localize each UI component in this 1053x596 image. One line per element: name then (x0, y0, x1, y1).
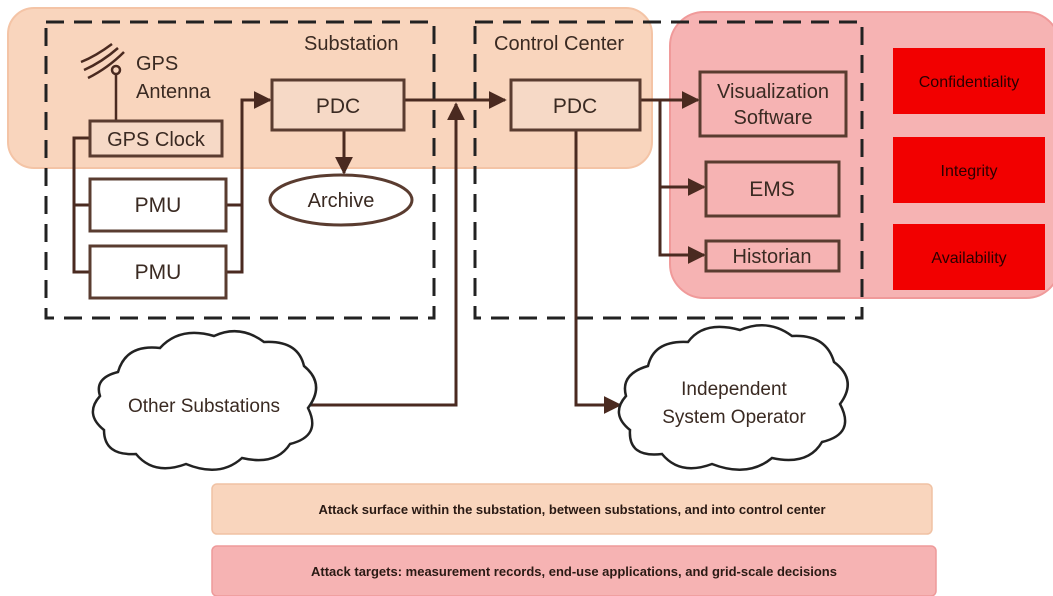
gps-antenna-label-2: Antenna (136, 81, 211, 103)
gps-antenna-icon (80, 42, 125, 122)
attack-surface-legend (211, 483, 933, 535)
substation-label: Substation (304, 33, 399, 55)
pmu-label-1: PMU (135, 194, 182, 217)
pmu-box-2 (88, 244, 228, 300)
iso-label-2: System Operator (662, 407, 806, 428)
integrity-label: Integrity (941, 163, 998, 180)
attack-targets-legend-text: Attack targets: measurement records, end… (311, 564, 837, 579)
attack-targets-legend (211, 545, 937, 596)
connections (72, 91, 706, 414)
iso-cloud (617, 323, 849, 471)
iso-label-1: Independent (681, 379, 787, 400)
pmu-label-2: PMU (135, 261, 182, 284)
visualization-box (698, 70, 848, 138)
control-center-boundary (473, 20, 864, 320)
gps-clock-box (88, 119, 224, 158)
control-center-label: Control Center (494, 33, 624, 55)
control-pdc-box (509, 78, 642, 132)
gps-antenna-label-1: GPS (136, 53, 178, 75)
gps-clock-label: GPS Clock (107, 129, 206, 151)
substation-pdc-box (270, 78, 406, 132)
attack-surface-legend-text: Attack surface within the substation, be… (318, 502, 825, 517)
confidentiality-box (893, 48, 1045, 114)
historian-label: Historian (733, 246, 812, 268)
archive-ellipse (268, 173, 414, 227)
visualization-label-1: Visualization (717, 81, 829, 103)
availability-label: Availability (931, 250, 1006, 267)
ems-label: EMS (749, 178, 795, 201)
confidentiality-label: Confidentiality (919, 74, 1020, 91)
pmu-box-1 (88, 177, 228, 233)
historian-box (704, 239, 841, 273)
substation-boundary (44, 20, 436, 320)
integrity-box (893, 137, 1045, 203)
other-substations-label: Other Substations (128, 396, 280, 417)
other-substations-cloud (91, 329, 318, 471)
substation-pdc-label: PDC (316, 95, 360, 118)
archive-label: Archive (308, 190, 375, 212)
ems-box (704, 160, 841, 218)
availability-box (893, 224, 1045, 290)
control-pdc-label: PDC (553, 95, 597, 118)
visualization-label-2: Software (734, 107, 813, 129)
